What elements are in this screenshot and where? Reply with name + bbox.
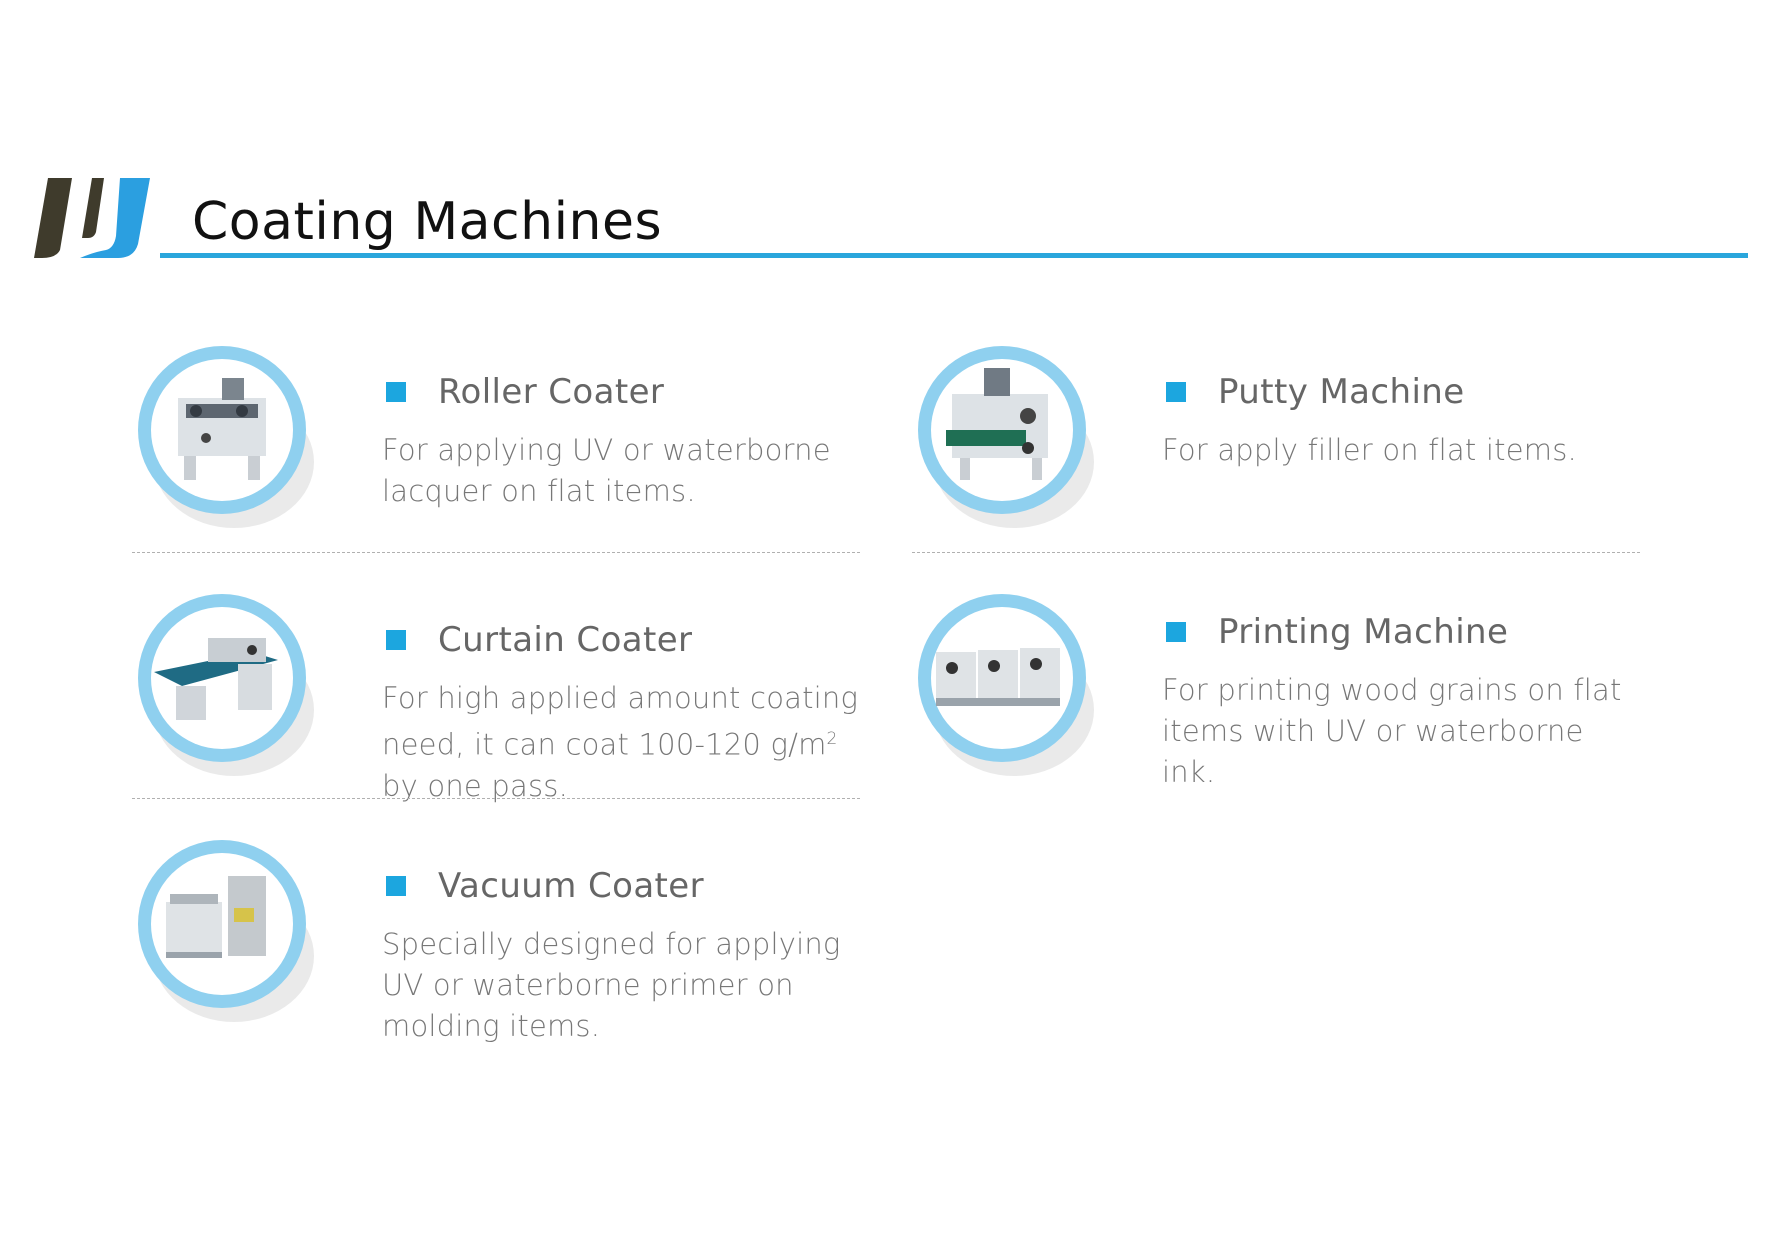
printing-machine-photo — [910, 586, 1110, 786]
row-divider — [912, 552, 1640, 553]
title-underline — [160, 253, 1748, 258]
machine-name: Roller Coater — [438, 372, 665, 412]
unit-superscript: 2 — [826, 729, 838, 749]
bullet-square — [1166, 382, 1186, 402]
machine-name: Vacuum Coater — [438, 866, 704, 906]
description-text: For high applied amount coating need, it… — [382, 681, 859, 762]
description-text: by one pass. — [382, 768, 568, 803]
bullet-square — [1166, 622, 1186, 642]
page-title: Coating Machines — [192, 192, 663, 252]
machine-description: For high applied amount coating need, it… — [382, 678, 862, 807]
company-logo — [34, 178, 150, 258]
curtain-coater-photo — [130, 586, 330, 786]
machine-card-curtain-coater: Curtain Coater For high applied amount c… — [130, 586, 870, 826]
bullet-square — [386, 382, 406, 402]
machine-description: For printing wood grains on flat items w… — [1162, 673, 1622, 789]
bullet-square — [386, 876, 406, 896]
machine-name: Printing Machine — [1218, 612, 1509, 652]
machine-description: For applying UV or waterborne lacquer on… — [382, 433, 831, 508]
machine-card-putty-machine: Putty Machine For apply filler on flat i… — [910, 338, 1650, 578]
row-divider — [132, 552, 860, 553]
row-divider — [132, 798, 860, 799]
machine-card-roller-coater: Roller Coater For applying UV or waterbo… — [130, 338, 870, 578]
bullet-square — [386, 630, 406, 650]
roller-coater-photo — [130, 338, 330, 538]
machine-description: For apply filler on flat items. — [1162, 433, 1577, 467]
machine-card-printing-machine: Printing Machine For printing wood grain… — [910, 586, 1650, 826]
machine-description: Specially designed for applying UV or wa… — [382, 927, 841, 1043]
machine-card-vacuum-coater: Vacuum Coater Specially designed for app… — [130, 832, 870, 1072]
putty-machine-photo — [910, 338, 1110, 538]
machine-name: Curtain Coater — [438, 620, 693, 660]
vacuum-coater-photo — [130, 832, 330, 1032]
machine-name: Putty Machine — [1218, 372, 1465, 412]
